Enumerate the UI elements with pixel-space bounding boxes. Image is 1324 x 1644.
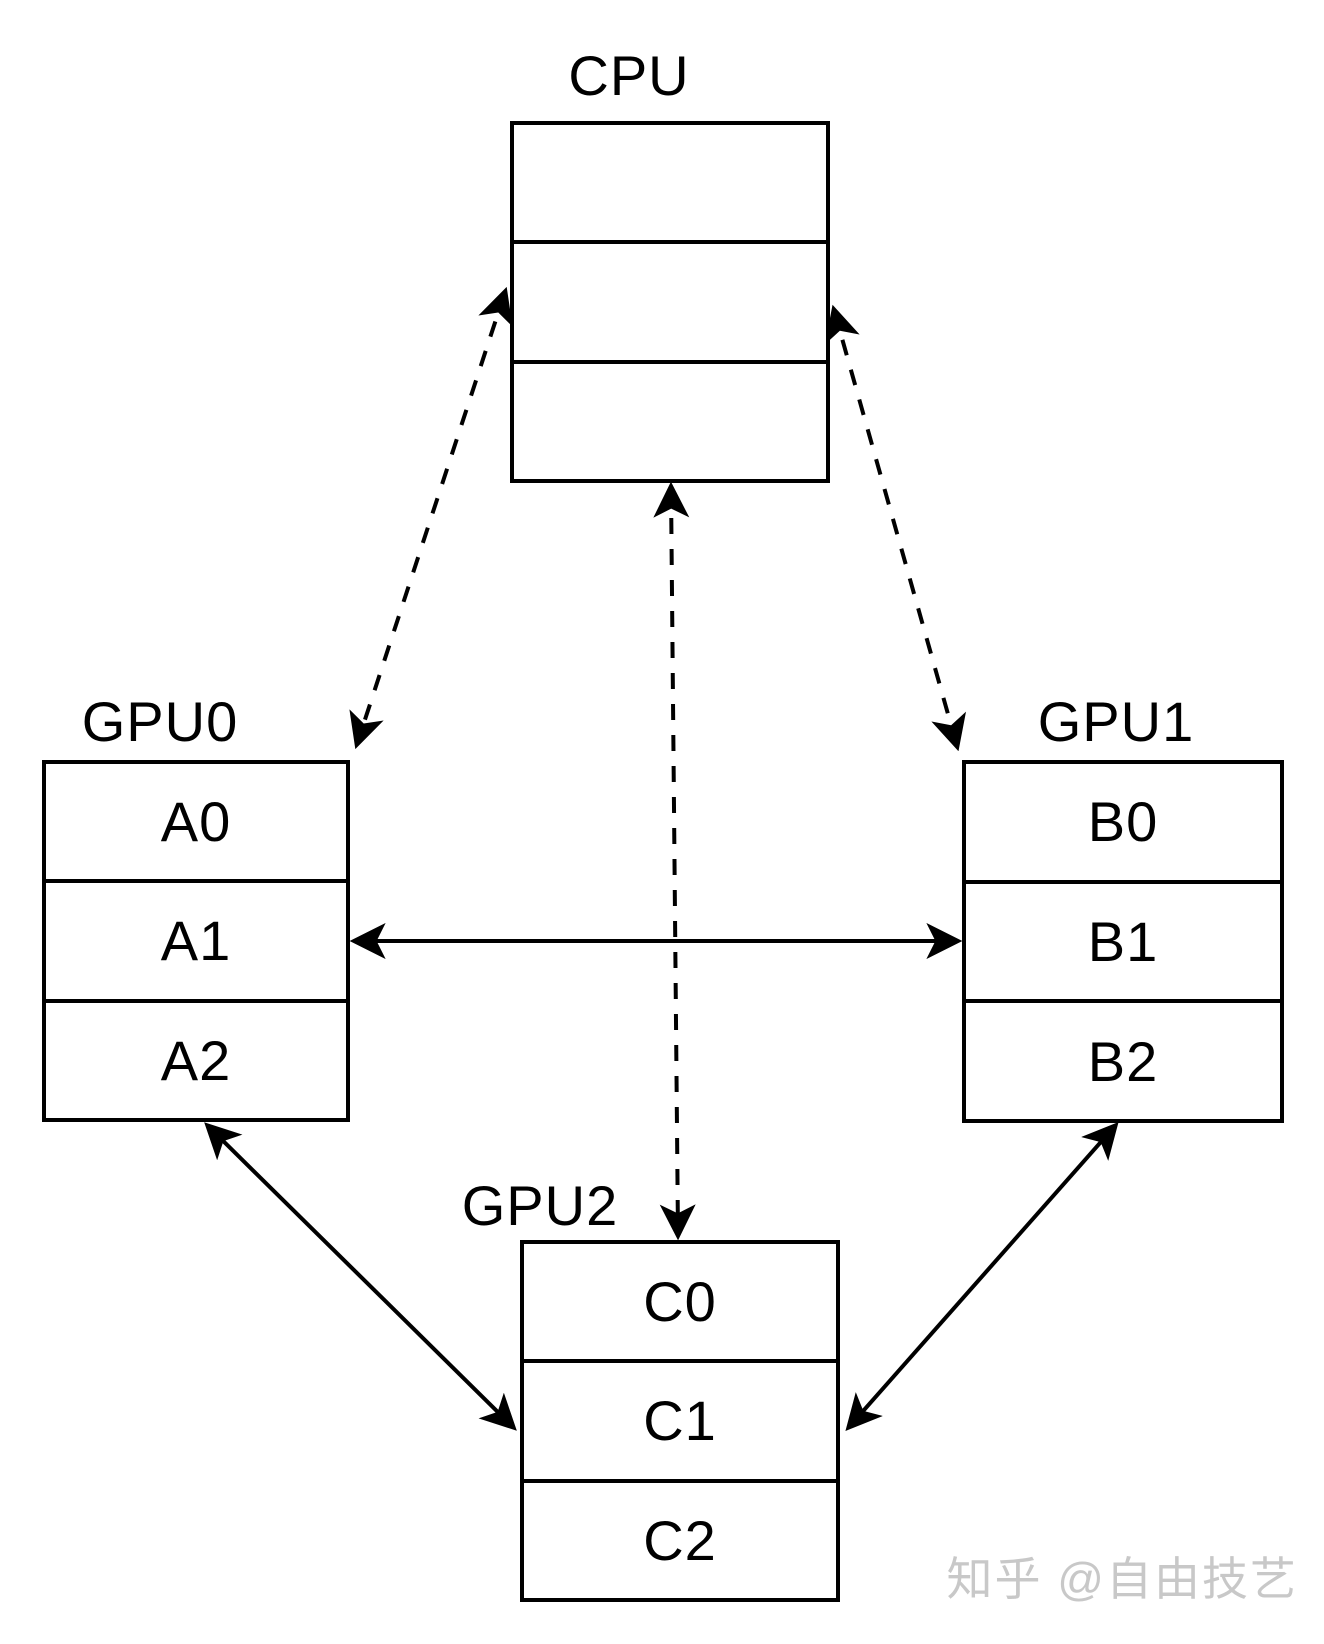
cpu-box [510, 121, 830, 483]
edge-cpu-gpu2 [653, 481, 696, 1241]
cpu-cell-1 [514, 240, 826, 359]
edge-cpu-gpu0 [349, 286, 513, 750]
watermark-text: 知乎 @自由技艺 [946, 1553, 1298, 1605]
gpu2-cell-c0: C0 [643, 1270, 717, 1334]
gpu0-box: A0 A1 A2 [42, 760, 350, 1122]
gpu0-cell-a0: A0 [160, 790, 232, 854]
gpu1-cell-b2: B2 [966, 999, 1280, 1119]
gpu2-cell-c2: C2 [524, 1478, 836, 1598]
gpu1-label: GPU1 [1037, 690, 1195, 753]
gpu2-cell-c1: C1 [524, 1359, 836, 1478]
gpu0-label: GPU0 [81, 690, 239, 753]
gpu2-box: C0 C1 C2 [520, 1240, 840, 1602]
cpu-label: CPU [568, 44, 690, 107]
gpu1-cell-b1: B1 [966, 879, 1280, 1000]
edge-gpu1-gpu2 [845, 1121, 1119, 1432]
gpu2-label: GPU2 [461, 1174, 619, 1237]
cpu-cell-0 [514, 125, 826, 240]
gpu1-cell-b0: B0 [1087, 790, 1159, 854]
gpu0-cell-a1: A1 [46, 879, 346, 998]
cpu-cell-2 [514, 359, 826, 479]
gpu0-cell-a2: A2 [46, 998, 346, 1118]
gpu1-box: B0 B1 B2 [962, 760, 1284, 1123]
edge-cpu-gpu1 [824, 304, 967, 752]
edge-gpu0-gpu2 [204, 1122, 517, 1431]
